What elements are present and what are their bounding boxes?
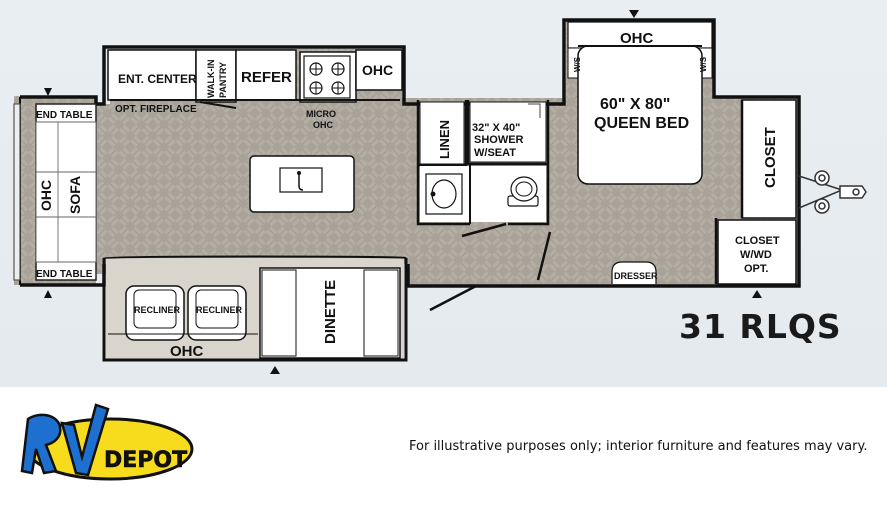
recliner-right	[187, 285, 247, 341]
micro-label-2: OHC	[313, 120, 334, 130]
kitchen-ohc-label: OHC	[362, 62, 393, 78]
dinette	[259, 267, 401, 359]
model-name: 31 RLQS	[679, 307, 842, 346]
slide-ohc-label: OHC	[170, 343, 204, 360]
recliner-label-2: RECLINER	[196, 305, 243, 315]
slide-marker-arrow-icon	[752, 290, 762, 298]
recliner-left	[125, 285, 185, 341]
shower-label-1: 32" X 40"	[472, 122, 520, 134]
ent-center-label: ENT. CENTER	[118, 72, 197, 86]
micro-label-1: MICRO	[306, 109, 336, 119]
sofa-ohc-label: OHC	[38, 180, 54, 211]
closet-wd-label-3: OPT.	[744, 263, 768, 275]
shower-label-2: SHOWER	[474, 134, 524, 146]
ws-right-label: W/S	[699, 56, 708, 72]
sofa	[35, 103, 97, 281]
slide-out-room	[108, 262, 401, 359]
walkin-label-2: PANTRY	[218, 62, 228, 98]
floorplan-area: END TABLE END TABLE SOFA OHC ENT. CENTER…	[0, 0, 887, 387]
end-table-bottom-label: END TABLE	[36, 269, 93, 280]
ws-left-label: W/S	[573, 56, 582, 72]
shower-label-3: W/SEAT	[474, 147, 516, 159]
sofa-label: SOFA	[67, 176, 83, 214]
bed-label-2: QUEEN BED	[594, 115, 689, 132]
closet-wd-label-1: CLOSET	[735, 235, 780, 247]
bedroom	[567, 21, 713, 185]
walkin-label-1: WALK-IN	[206, 60, 216, 99]
toilet-icon	[507, 176, 539, 207]
bathroom	[416, 100, 550, 226]
slide-marker-arrow-icon	[44, 88, 52, 96]
disclaimer-text: For illustrative purposes only; interior…	[409, 439, 868, 454]
front-wall-detail	[13, 103, 21, 281]
sink-icon	[297, 171, 304, 191]
closets	[714, 99, 797, 285]
kitchen-island	[249, 155, 355, 213]
opt-fireplace-label: OPT. FIREPLACE	[115, 104, 197, 115]
linen-label: LINEN	[437, 120, 452, 159]
bathroom-sink-icon	[425, 173, 463, 215]
closet-label: CLOSET	[762, 127, 779, 188]
doors	[429, 222, 552, 312]
slide-marker-arrow-icon	[629, 10, 639, 18]
bed-ohc-label: OHC	[620, 30, 654, 47]
floorplan-diagram: END TABLE END TABLE SOFA OHC ENT. CENTER…	[13, 10, 867, 374]
dresser-label: DRESSER	[614, 271, 658, 281]
recliner-label-1: RECLINER	[134, 305, 181, 315]
slide-marker-arrow-icon	[270, 366, 280, 374]
bed-label-1: 60" X 80"	[600, 96, 670, 113]
closet-wd-label-2: W/WD	[740, 249, 772, 261]
slide-marker-arrow-icon	[44, 290, 52, 298]
dinette-label: DINETTE	[322, 280, 339, 344]
end-table-top-label: END TABLE	[36, 110, 93, 121]
kitchen-counter	[107, 49, 403, 109]
rv-depot-logo: DEPOT	[20, 403, 194, 481]
refer-label: REFER	[241, 69, 292, 86]
hitch-icon	[798, 170, 867, 214]
logo-depot-text: DEPOT	[104, 448, 187, 473]
dresser	[611, 261, 657, 284]
stove-icon	[303, 55, 351, 99]
slide-out-walls	[102, 255, 408, 362]
